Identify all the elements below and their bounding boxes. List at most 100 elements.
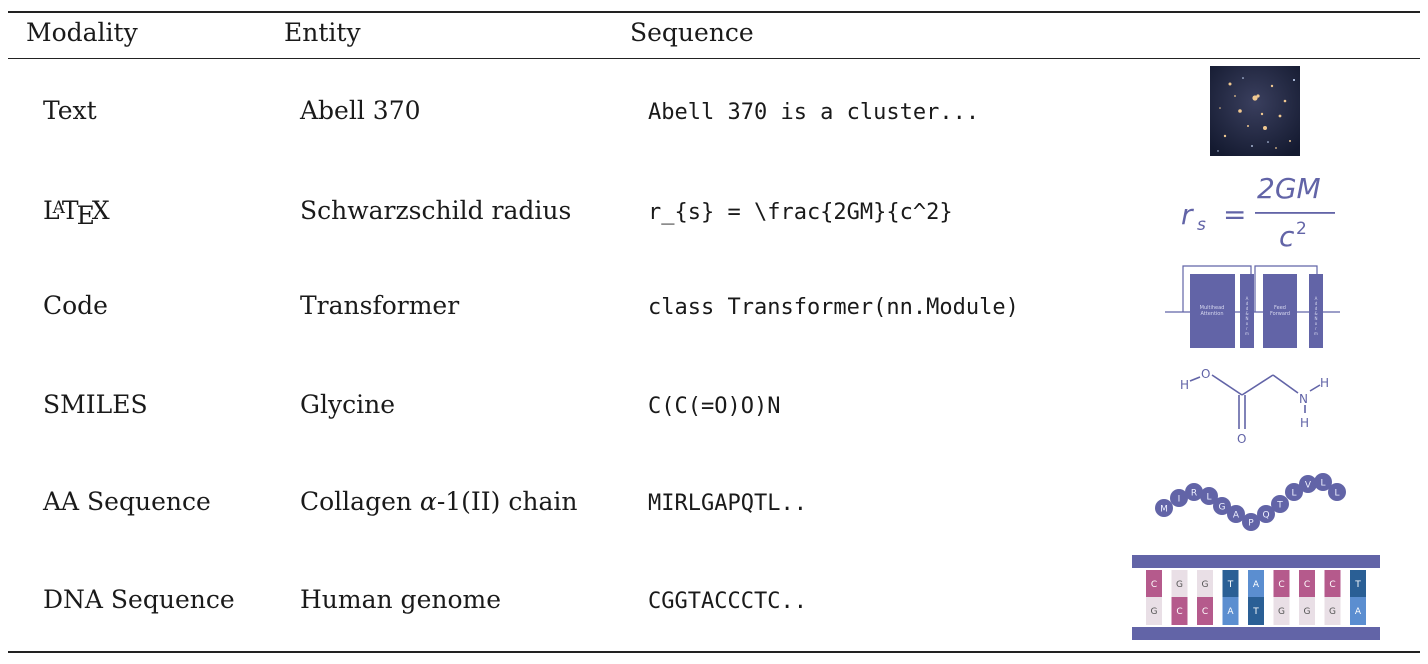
base-pair: TA [1222,570,1239,625]
svg-text:M: M [1160,505,1168,515]
amino-acid-residue: M [1155,499,1173,517]
svg-text:m: m [1245,331,1249,336]
table-row-text: Text Abell 370 Abell 370 is a cluster... [0,64,1428,160]
svg-text:G: G [1329,607,1336,617]
sequence-cell: CGGTACCCTC.. [648,589,807,614]
svg-text:o: o [1315,321,1318,326]
svg-text:r: r [1246,326,1248,331]
svg-text:C: C [1202,607,1208,617]
svg-text:L: L [1320,479,1325,489]
svg-text:G: G [1219,503,1226,513]
transformer-block-diagram: Multihead Attention Feed Forward A d d &… [1165,265,1340,348]
eq-lhs-sub: s [1197,215,1206,235]
amino-acid-residue: Q [1257,505,1275,523]
table-row-dna-sequence: DNA Sequence Human genome CGGTACCCTC.. C… [0,552,1428,648]
svg-text:T: T [1276,501,1283,511]
svg-text:O: O [1237,432,1246,446]
latex-logo: LATEX [43,196,110,230]
svg-text:A: A [1246,296,1249,301]
svg-text:T: T [1252,607,1259,617]
svg-text:N: N [1315,316,1318,321]
svg-text:V: V [1305,481,1312,491]
eq-numerator: 2GM [1257,172,1321,205]
table-bottom-rule [8,651,1420,653]
base-pair: CG [1299,570,1315,625]
base-pair: GC [1171,570,1188,625]
eq-equals: = [1223,198,1246,231]
modality-cell: Text [43,96,97,125]
svg-text:I: I [1178,495,1181,505]
sequence-cell: MIRLGAPQTL.. [648,491,807,516]
dna-backbone-bottom [1132,627,1380,640]
svg-text:C: C [1278,580,1284,590]
header-sequence: Sequence [630,18,754,47]
svg-text:L: L [1291,489,1296,499]
svg-text:H: H [1300,416,1309,430]
svg-text:A: A [1233,511,1240,521]
modality-cell: DNA Sequence [43,585,235,614]
svg-text:Forward: Forward [1270,311,1290,317]
entity-cell: Abell 370 [300,96,421,125]
amino-acid-residue: A [1227,505,1245,523]
svg-text:P: P [1248,519,1254,529]
modality-cell: SMILES [43,390,148,419]
base-pair: AT [1248,570,1264,625]
svg-text:C: C [1151,580,1157,590]
amino-acid-residue: L [1200,487,1218,505]
svg-text:A: A [1227,607,1234,617]
svg-text:G: G [1176,580,1183,590]
amino-acid-residue: P [1242,513,1260,531]
modality-cell: Code [43,291,108,320]
svg-text:O: O [1201,367,1210,381]
svg-text:d: d [1246,301,1249,306]
entity-cell: Glycine [300,390,395,419]
entity-cell: Schwarzschild radius [300,196,572,225]
svg-text:d: d [1246,306,1249,311]
svg-text:G: G [1202,580,1209,590]
base-pair: CG [1146,570,1162,625]
header-entity: Entity [284,18,361,47]
sequence-cell: class Transformer(nn.Module) [648,295,1019,320]
svg-text:C: C [1176,607,1182,617]
amino-acid-residue: L [1285,483,1303,501]
amino-acid-residue: R [1185,483,1203,501]
svg-text:d: d [1315,306,1318,311]
base-pair: CG [1273,570,1290,625]
table-top-rule [8,11,1420,13]
glycine-structure: H O O N H H [1180,367,1329,446]
svg-text:A: A [1315,296,1318,301]
amino-acid-residue: L [1314,473,1332,491]
svg-text:Feed: Feed [1274,305,1286,311]
amino-acid-residue: L [1328,483,1346,501]
svg-text:N: N [1299,392,1308,406]
svg-text:r: r [1315,326,1317,331]
svg-text:H: H [1180,378,1189,392]
table-row-code: Code Transformer class Transformer(nn.Mo… [0,256,1428,352]
amino-acid-residue: V [1299,475,1317,493]
svg-text:T: T [1354,580,1361,590]
svg-text:G: G [1151,607,1158,617]
entity-cell: Transformer [300,291,460,320]
svg-text:m: m [1314,331,1318,336]
svg-text:L: L [1206,493,1211,503]
header-modality: Modality [26,18,138,47]
eq-lhs: r [1181,198,1194,231]
svg-text:L: L [1334,489,1339,499]
eq-denominator-sup: 2 [1296,219,1307,239]
svg-text:H: H [1320,376,1329,390]
table-row-latex: LATEX Schwarzschild radius r_{s} = \frac… [0,160,1428,256]
amino-acid-residue: G [1213,497,1231,515]
dna-backbone-top [1132,555,1380,568]
svg-text:Multihead: Multihead [1200,305,1225,311]
sequence-cell: C(C(=O)O)N [648,394,781,419]
sequence-cell: r_{s} = \frac{2GM}{c^2} [648,200,953,225]
amino-acid-residue: I [1170,489,1188,507]
svg-text:T: T [1227,580,1234,590]
galaxy-cluster-image [1210,66,1300,156]
eq-denominator: c [1279,220,1295,253]
entity-cell: Collagen α-1(II) chain [300,487,578,516]
base-pair: GC [1197,570,1213,625]
table-header-rule [8,58,1420,60]
